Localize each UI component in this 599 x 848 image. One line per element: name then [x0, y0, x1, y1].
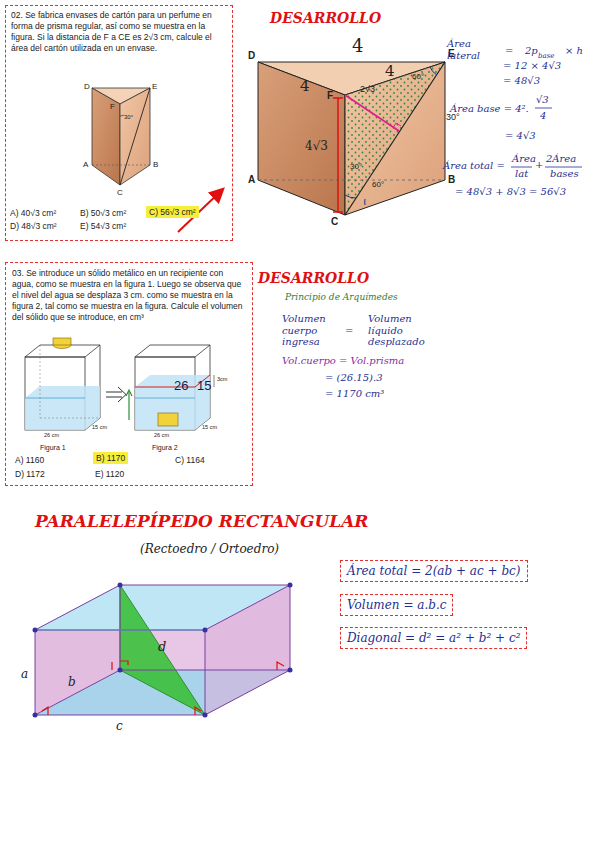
option: E) 54√3 cm²	[80, 222, 126, 232]
vertex-label: A	[248, 174, 255, 186]
angle-label: 60°	[372, 180, 384, 189]
formula: = (26.15).3	[325, 372, 383, 384]
heading: DESARROLLO	[258, 270, 369, 286]
handwritten-number: 15	[197, 379, 211, 394]
formula: Área	[512, 153, 536, 165]
dimension: 15 cm	[92, 424, 107, 430]
vertex-label: F	[110, 102, 115, 111]
figure-caption: Figura 1	[40, 444, 66, 452]
subheading: Principio de Arquímedes	[285, 292, 398, 302]
formula: Área base = 4².	[450, 103, 529, 115]
answer-highlight: B) 1170	[93, 452, 128, 464]
formula: = 12 × 4√3	[503, 60, 561, 72]
angle-label: 30°	[350, 162, 362, 171]
option: D) 1172	[15, 470, 45, 480]
vertex-label: C	[331, 216, 338, 228]
node-text: 03. Se introduce un sólido metálico en u…	[12, 268, 246, 323]
title-heading: PARALELEPÍPEDO RECTANGULAR	[35, 512, 369, 532]
edge-label: b	[68, 676, 76, 690]
vertex-label: B	[448, 174, 455, 186]
dimension: 2√3	[360, 84, 375, 94]
vertex-label: C	[117, 188, 123, 197]
option: B) 50√3 cm²	[80, 209, 126, 219]
formula: Vol.cuerpo = Vol.prisma	[282, 355, 404, 367]
problem-box: 03. Se introduce un sólido metálico en u…	[5, 262, 253, 486]
dimension: 15 cm	[202, 424, 217, 430]
dimension: 4	[385, 63, 395, 80]
formula: × h	[565, 45, 583, 57]
vertex-label: E	[152, 82, 157, 91]
node-text: B) 1170	[96, 453, 125, 463]
option: A) 1160	[15, 456, 44, 466]
node-text: Área total = 2(ab + ac + bc)	[347, 564, 521, 578]
vertex-label: A	[83, 160, 88, 169]
vertex-label: D	[248, 50, 255, 62]
formula: base	[538, 52, 554, 60]
formula: Área total =	[443, 160, 505, 172]
formula: Área lateral	[447, 38, 487, 61]
vertex-label: B	[153, 160, 158, 169]
figure-caption: Figura 2	[152, 444, 178, 452]
heading: DESARROLLO	[270, 10, 381, 26]
formula: =	[345, 325, 353, 337]
node-text: Volumen = a.b.c	[347, 598, 446, 612]
formula: = 48√3	[503, 75, 540, 87]
formula: +	[535, 159, 543, 171]
dimension: 4	[352, 36, 363, 57]
formula: Volumen líquido desplazado	[368, 313, 430, 348]
problem-box: 02. Se fabrica envases de cartón para un…	[5, 5, 233, 241]
option: C) 1164	[175, 456, 205, 466]
formula: bases	[550, 168, 579, 180]
node-text: 02. Se fabrica envases de cartón para un…	[11, 10, 227, 54]
formula: lat	[515, 168, 528, 180]
formula: = 4√3	[505, 130, 536, 142]
edge-label: a	[21, 668, 28, 682]
formula-box: Área total = 2(ab + ac + bc)	[340, 560, 528, 582]
formula: 2p	[525, 45, 538, 57]
dimension: 26 cm	[44, 432, 59, 438]
dimension: 4	[300, 78, 310, 95]
dimension: 4√3	[305, 140, 328, 154]
formula: = 1170 cm³	[325, 388, 384, 400]
formula-box: Diagonal = d² = a² + b² + c²	[340, 627, 527, 649]
answer-highlight: C) 56√3 cm²	[146, 206, 199, 218]
formula: = 48√3 + 8√3 = 56√3	[455, 186, 566, 198]
dimension: 3cm	[217, 376, 227, 382]
formula: =	[505, 45, 513, 57]
subtitle: (Rectoedro / Ortoedro)	[140, 543, 279, 557]
formula-box: Volumen = a.b.c	[340, 594, 453, 616]
formula: 2Área	[546, 153, 576, 165]
node-text: Diagonal = d² = a² + b² + c²	[347, 631, 520, 645]
vertex-label: F	[327, 90, 333, 102]
vertex-label: D	[84, 82, 90, 91]
node-text: C) 56√3 cm²	[149, 207, 196, 217]
angle-label: 60°	[412, 72, 424, 81]
edge-label: c	[116, 720, 123, 734]
dimension: 26 cm	[154, 432, 169, 438]
handwritten-number: 26	[174, 379, 188, 394]
formula: 4	[540, 110, 546, 122]
edge-label: d	[158, 640, 166, 655]
option: E) 1120	[95, 470, 124, 480]
option: D) 48√3 cm²	[10, 222, 57, 232]
formula: Volumen cuerpo ingresa	[282, 313, 344, 348]
option: A) 40√3 cm²	[10, 209, 56, 219]
angle-label: 30°	[124, 114, 133, 121]
formula: √3	[536, 94, 549, 106]
